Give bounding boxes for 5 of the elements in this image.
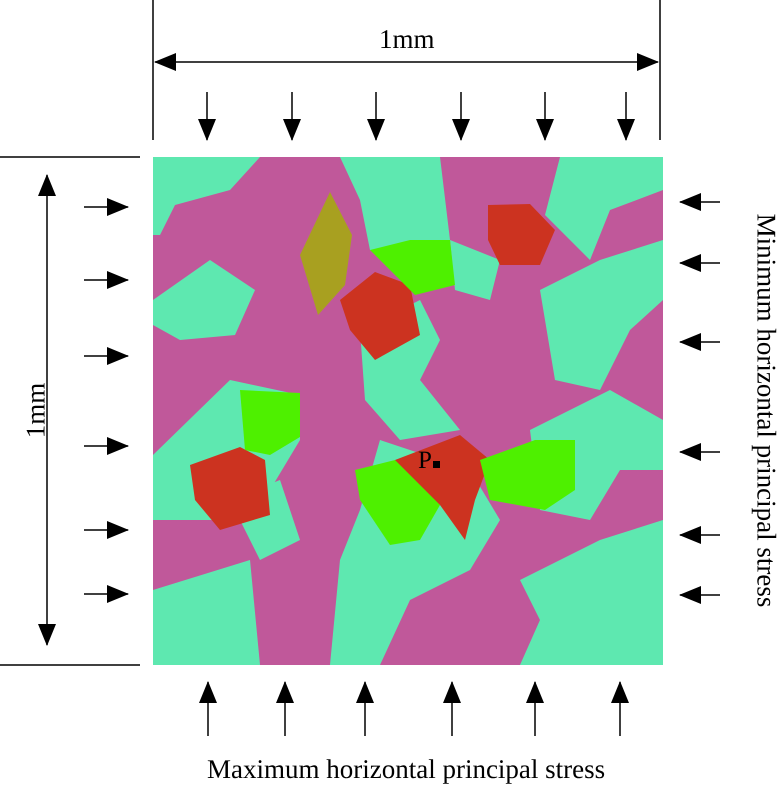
dimension-label: 1mm xyxy=(379,26,435,53)
dimension-label: 1mm xyxy=(22,382,49,438)
axis-title: Minimum horizontal principal stress xyxy=(752,213,780,607)
axis-title: Maximum horizontal principal stress xyxy=(207,756,606,783)
point-label: P xyxy=(418,448,432,473)
